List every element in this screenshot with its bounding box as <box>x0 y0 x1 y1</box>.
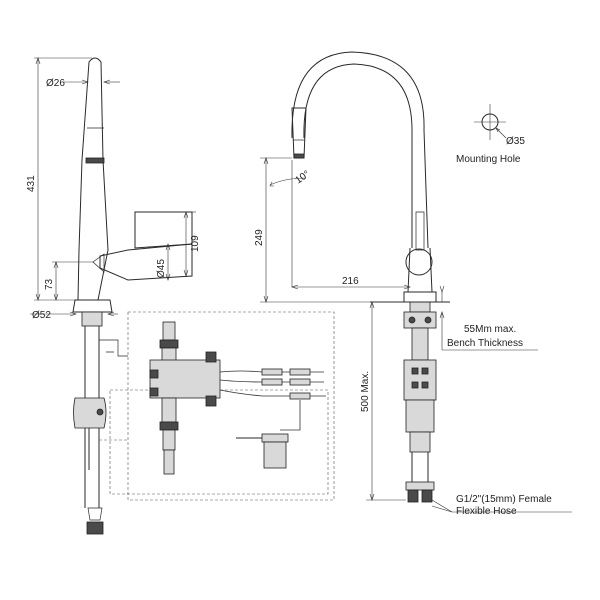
front-view: 249 10° 216 500 Max. 55Mm max. Bench Thi… <box>254 51 572 517</box>
side-spout-diameter-label: Ø26 <box>46 78 65 89</box>
side-view: Ø26 431 73 109 Ø45 Ø52 <box>26 57 201 535</box>
connector-3 <box>289 368 311 376</box>
dashed-outline-inner <box>109 389 329 495</box>
side-height-label: 431 <box>26 175 37 192</box>
front-column <box>407 247 433 293</box>
plumbing-assembly <box>99 311 335 501</box>
side-base <box>72 299 113 313</box>
hose-label-line2: Flexible Hose <box>456 506 517 517</box>
valve-bottom <box>163 449 175 475</box>
front-weight <box>405 399 435 433</box>
side-spout-outline <box>77 57 109 301</box>
side-handle-diameter-label: Ø45 <box>156 259 167 278</box>
side-base-diameter-label: Ø52 <box>32 310 51 321</box>
connector-5 <box>289 392 311 400</box>
connector-4 <box>289 378 311 386</box>
mounting-hole-title: Mounting Hole <box>456 154 521 165</box>
side-weight-screw <box>96 408 104 416</box>
front-base <box>403 291 437 303</box>
mounting-hole-detail: Ø35 Mounting Hole <box>456 104 525 165</box>
side-spray-band <box>85 157 105 164</box>
valve-top <box>162 321 176 341</box>
side-hose-fitting <box>86 521 104 535</box>
front-handle-knob <box>405 248 433 276</box>
front-gooseneck-outer <box>291 51 429 249</box>
connector-1 <box>261 368 283 376</box>
front-gooseneck-inner <box>303 63 413 248</box>
side-base-nut <box>81 311 103 327</box>
battery-box-cap <box>261 433 289 443</box>
front-control-block <box>403 359 437 401</box>
side-handle-height-label: 109 <box>190 235 201 252</box>
front-spout-height-label: 249 <box>254 229 265 246</box>
front-under-length-label: 500 Max. <box>360 371 371 412</box>
side-handle-lever <box>134 211 193 249</box>
control-box <box>149 359 221 399</box>
mounting-hole-diameter: Ø35 <box>506 136 525 147</box>
front-hose-fittings <box>405 481 435 491</box>
side-handle <box>99 243 193 281</box>
connector-2 <box>261 378 283 386</box>
front-angle-label: 10° <box>293 169 312 187</box>
front-reach-label: 216 <box>342 276 359 287</box>
bench-thickness-line1: 55Mm max. <box>464 324 516 335</box>
battery-box <box>263 441 287 469</box>
side-base-height-label: 73 <box>44 278 55 290</box>
bench-thickness-line2: Bench Thickness <box>447 338 523 349</box>
side-weight <box>73 397 107 429</box>
dashed-outline-large <box>127 311 335 501</box>
hose-label-line1: G1/2"(15mm) Female <box>456 494 552 505</box>
